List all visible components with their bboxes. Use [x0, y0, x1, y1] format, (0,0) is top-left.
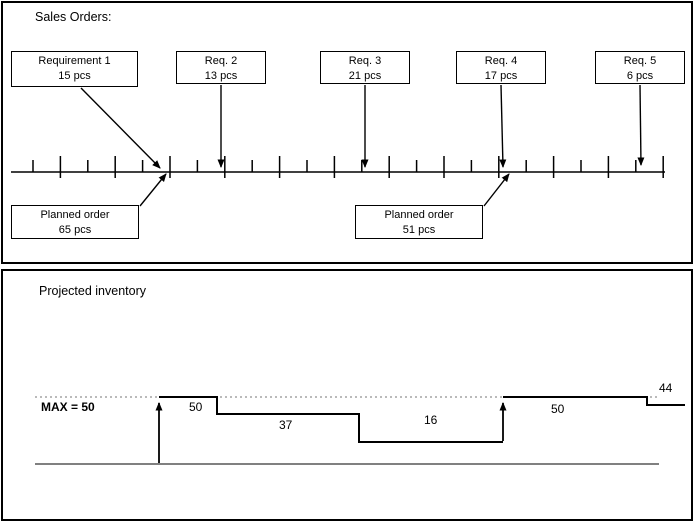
inventory-level-label-44: 44 [659, 381, 673, 395]
requirement-3-name: Req. 3 [348, 55, 382, 67]
planned-order-1-qty: 65 pcs [58, 223, 92, 236]
requirement-4-qty: 17 pcs [484, 69, 518, 82]
inventory-level-label-37: 37 [279, 418, 293, 432]
inventory-level-label-16: 16 [424, 413, 438, 427]
inventory-level-label-50-2: 50 [551, 402, 565, 416]
requirement-1-name: Requirement 1 [38, 55, 111, 67]
planned-order-2-arrow [483, 173, 510, 207]
requirement-4-arrow [499, 84, 507, 168]
planned-order-1-name: Planned order [40, 209, 110, 221]
max-level-label: MAX = 50 [41, 400, 95, 414]
requirement-1-box: Requirement 1 15 pcs [11, 51, 138, 87]
requirement-1-qty: 15 pcs [58, 69, 91, 82]
requirement-2-qty: 13 pcs [204, 69, 238, 82]
inventory-step-line [159, 396, 685, 443]
requirement-5-name: Req. 5 [623, 55, 657, 67]
planned-order-1-arrow [139, 173, 167, 207]
planned-order-2-name: Planned order [384, 209, 454, 221]
projected-inventory-graphics [35, 396, 685, 465]
requirement-1-arrow [80, 87, 161, 169]
planned-order-1-box: Planned order 65 pcs [11, 205, 139, 239]
requirement-2-box: Req. 2 13 pcs [176, 51, 266, 84]
planned-order-2-box: Planned order 51 pcs [355, 205, 483, 239]
requirement-3-qty: 21 pcs [348, 69, 382, 82]
requirement-4-box: Req. 4 17 pcs [456, 51, 546, 84]
timeline-ticks [32, 156, 664, 178]
requirement-5-box: Req. 5 6 pcs [595, 51, 685, 84]
planned-order-2-qty: 51 pcs [402, 223, 436, 236]
requirement-2-name: Req. 2 [204, 55, 238, 67]
requirement-5-arrow [637, 84, 645, 166]
sales-orders-title: Sales Orders: [35, 10, 112, 24]
inventory-level-label-50: 50 [189, 400, 203, 414]
projected-inventory-title: Projected inventory [39, 284, 147, 298]
sales-orders-panel: Sales Orders: Requirement 1 15 pcs [1, 1, 693, 264]
projected-inventory-panel: Projected inventory MAX = 50 50 37 16 50… [1, 269, 693, 521]
requirement-4-name: Req. 4 [484, 55, 518, 67]
requirement-5-qty: 6 pcs [626, 69, 654, 82]
requirement-3-box: Req. 3 21 pcs [320, 51, 410, 84]
